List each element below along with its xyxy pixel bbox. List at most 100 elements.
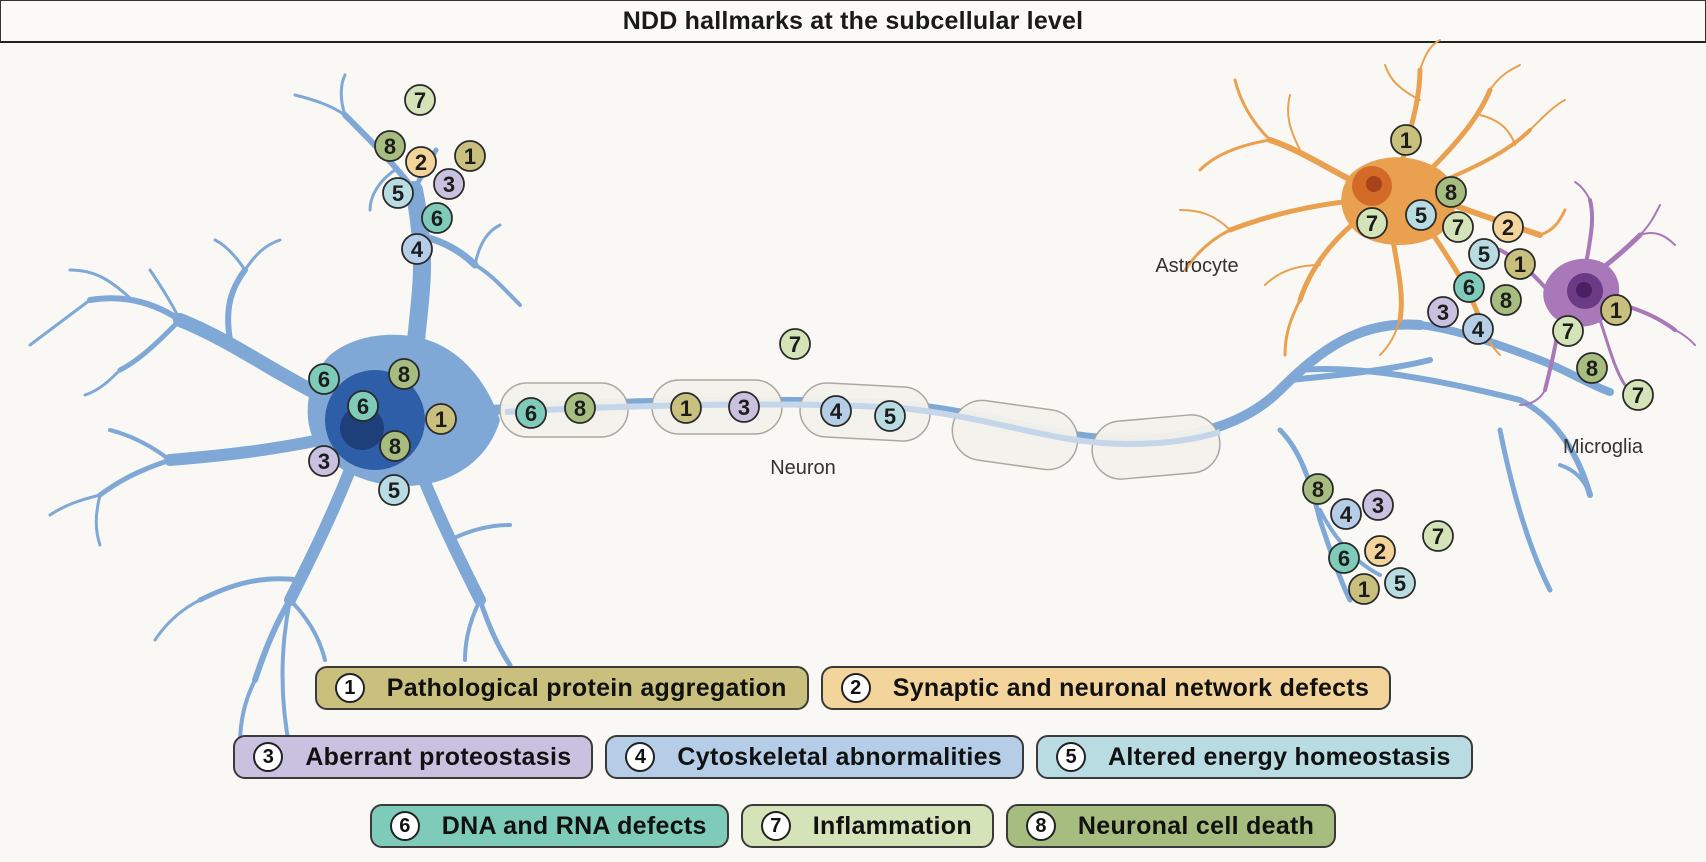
badge-circle bbox=[1492, 211, 1524, 243]
badge-number: 1 bbox=[1358, 577, 1370, 602]
hallmark-badge-6: 6 bbox=[347, 390, 379, 422]
legend-row-3: 6 DNA and RNA defects 7 Inflammation 8 N… bbox=[0, 804, 1706, 848]
hallmark-badge-8: 8 bbox=[1435, 176, 1467, 208]
hallmark-badge-6: 6 bbox=[308, 363, 340, 395]
hallmark-badge-8: 8 bbox=[564, 392, 596, 424]
badge-circle bbox=[1348, 573, 1380, 605]
hallmark-badge-8: 8 bbox=[374, 130, 406, 162]
hallmark-badge-7: 7 bbox=[1442, 211, 1474, 243]
legend-number-badge: 3 bbox=[253, 742, 284, 772]
hallmark-badge-5: 5 bbox=[378, 474, 410, 506]
badge-circle bbox=[1622, 379, 1654, 411]
badge-circle bbox=[670, 392, 702, 424]
hallmark-badge-2: 2 bbox=[405, 146, 437, 178]
hallmark-badge-1: 1 bbox=[1504, 248, 1536, 280]
badge-circle bbox=[728, 391, 760, 423]
badge-number: 8 bbox=[1586, 356, 1598, 381]
hallmark-badge-1: 1 bbox=[1390, 124, 1422, 156]
badge-number: 1 bbox=[1400, 128, 1412, 153]
hallmark-badge-3: 3 bbox=[1362, 489, 1394, 521]
hallmark-badge-5: 5 bbox=[1384, 567, 1416, 599]
badge-circle bbox=[779, 328, 811, 360]
hallmark-badge-7: 7 bbox=[1622, 379, 1654, 411]
myelin-segment bbox=[951, 399, 1079, 471]
hallmark-badge-5: 5 bbox=[1468, 238, 1500, 270]
legend-item-dna-rna-defects: 6 DNA and RNA defects bbox=[369, 804, 729, 848]
badge-number: 8 bbox=[384, 134, 396, 159]
legend-item-inflammation: 7 Inflammation bbox=[740, 804, 994, 848]
hallmark-badge-7: 7 bbox=[1552, 315, 1584, 347]
badge-circle bbox=[308, 363, 340, 395]
badge-number: 2 bbox=[1374, 539, 1386, 564]
badge-number: 3 bbox=[1437, 300, 1449, 325]
legend-label: Neuronal cell death bbox=[1077, 811, 1315, 840]
legend-item-energy-homeostasis: 5 Altered energy homeostasis bbox=[1036, 735, 1473, 779]
badge-number: 1 bbox=[435, 407, 447, 432]
legend-number-badge: 1 bbox=[334, 673, 365, 703]
badge-circle bbox=[421, 202, 453, 234]
badge-circle bbox=[425, 403, 457, 435]
hallmark-badge-8: 8 bbox=[388, 358, 420, 390]
hallmark-badge-3: 3 bbox=[1427, 296, 1459, 328]
badge-number: 7 bbox=[414, 88, 426, 113]
legend-row-2: 3 Aberrant proteostasis 4 Cytoskeletal a… bbox=[0, 735, 1706, 779]
legend-label: DNA and RNA defects bbox=[441, 811, 707, 840]
legend-row-1: 1 Pathological protein aggregation 2 Syn… bbox=[0, 666, 1706, 710]
legend-number-badge: 5 bbox=[1056, 742, 1087, 772]
astrocyte-nucleolus bbox=[1366, 176, 1382, 192]
hallmark-badge-6: 6 bbox=[421, 202, 453, 234]
badge-number: 1 bbox=[680, 396, 692, 421]
legend-item-cytoskeletal-abnormalities: 4 Cytoskeletal abnormalities bbox=[605, 735, 1025, 779]
hallmark-badge-8: 8 bbox=[1576, 352, 1608, 384]
badge-circle bbox=[1364, 535, 1396, 567]
badge-number: 1 bbox=[1610, 298, 1622, 323]
badge-circle bbox=[1600, 294, 1632, 326]
badge-circle bbox=[379, 430, 411, 462]
badge-number: 7 bbox=[1632, 383, 1644, 408]
badge-circle bbox=[378, 474, 410, 506]
badge-number: 8 bbox=[1445, 180, 1457, 205]
hallmark-badge-3: 3 bbox=[728, 391, 760, 423]
legend-item-cell-death: 8 Neuronal cell death bbox=[1005, 804, 1337, 848]
badge-number: 7 bbox=[1452, 215, 1464, 240]
badge-circle bbox=[388, 358, 420, 390]
hallmark-badge-6: 6 bbox=[1328, 542, 1360, 574]
badge-circle bbox=[1422, 520, 1454, 552]
badge-number: 3 bbox=[1372, 493, 1384, 518]
badge-circle bbox=[1552, 315, 1584, 347]
badge-number: 6 bbox=[357, 394, 369, 419]
hallmark-badge-7: 7 bbox=[779, 328, 811, 360]
badge-number: 4 bbox=[1472, 317, 1485, 342]
hallmark-badge-4: 4 bbox=[1330, 498, 1362, 530]
hallmark-badge-6: 6 bbox=[515, 397, 547, 429]
badge-number: 8 bbox=[398, 362, 410, 387]
hallmark-badge-2: 2 bbox=[1364, 535, 1396, 567]
badge-number: 4 bbox=[411, 237, 424, 262]
legend-number-badge: 7 bbox=[760, 811, 791, 841]
badge-circle bbox=[820, 395, 852, 427]
badge-circle bbox=[1390, 124, 1422, 156]
badge-circle bbox=[1468, 238, 1500, 270]
badge-circle bbox=[1356, 207, 1388, 239]
hallmark-badge-2: 2 bbox=[1492, 211, 1524, 243]
legend-label: Cytoskeletal abnormalities bbox=[677, 742, 1003, 771]
hallmark-badge-8: 8 bbox=[1302, 473, 1334, 505]
badge-circle bbox=[515, 397, 547, 429]
badge-circle bbox=[1576, 352, 1608, 384]
legend-label: Synaptic and neuronal network defects bbox=[892, 673, 1370, 702]
legend-label: Altered energy homeostasis bbox=[1108, 742, 1451, 771]
hallmark-badge-5: 5 bbox=[874, 400, 906, 432]
badge-circle bbox=[1453, 271, 1485, 303]
hallmark-badge-6: 6 bbox=[1453, 271, 1485, 303]
legend-label: Inflammation bbox=[812, 811, 972, 840]
badge-circle bbox=[1384, 567, 1416, 599]
title-bar: NDD hallmarks at the subcellular level bbox=[0, 0, 1706, 43]
legend-number-badge: 6 bbox=[389, 811, 420, 841]
badge-number: 5 bbox=[1415, 203, 1427, 228]
badge-circle bbox=[405, 146, 437, 178]
badge-circle bbox=[1302, 473, 1334, 505]
badge-number: 1 bbox=[464, 144, 476, 169]
badge-circle bbox=[308, 445, 340, 477]
badge-number: 8 bbox=[1500, 288, 1512, 313]
